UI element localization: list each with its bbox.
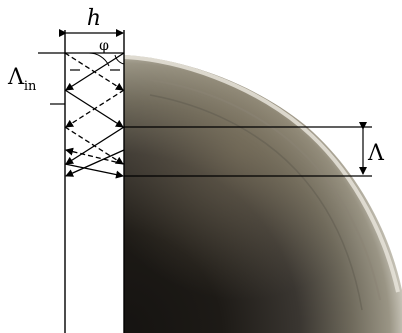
output-period xyxy=(124,122,372,177)
dashed-ray xyxy=(65,89,125,128)
thickness-label: h xyxy=(87,6,101,31)
sample-disc-sheen xyxy=(124,55,402,333)
dashed-rays xyxy=(64,52,125,165)
dashed-ray xyxy=(65,147,125,165)
angle-label: φ xyxy=(99,38,109,54)
angle-arc-right xyxy=(114,54,125,65)
solid-ray xyxy=(64,163,124,179)
sample-inner-ring xyxy=(149,79,381,301)
thickness-dimension: h xyxy=(59,6,124,37)
input-period-symbol: Λ xyxy=(7,65,25,90)
angle-arc xyxy=(87,52,110,67)
output-period-label: Λ xyxy=(367,141,385,166)
solid-ray xyxy=(65,149,125,177)
input-period-label: Λin xyxy=(7,65,37,94)
slab xyxy=(64,30,125,333)
angle-marker: φ xyxy=(87,38,125,67)
dashed-ray xyxy=(64,126,124,165)
sample-inner-ring-2 xyxy=(149,94,363,311)
sample-photo xyxy=(123,55,402,333)
input-period-subscript: in xyxy=(24,79,37,94)
dashed-ray xyxy=(64,52,124,91)
input-period xyxy=(38,52,124,105)
